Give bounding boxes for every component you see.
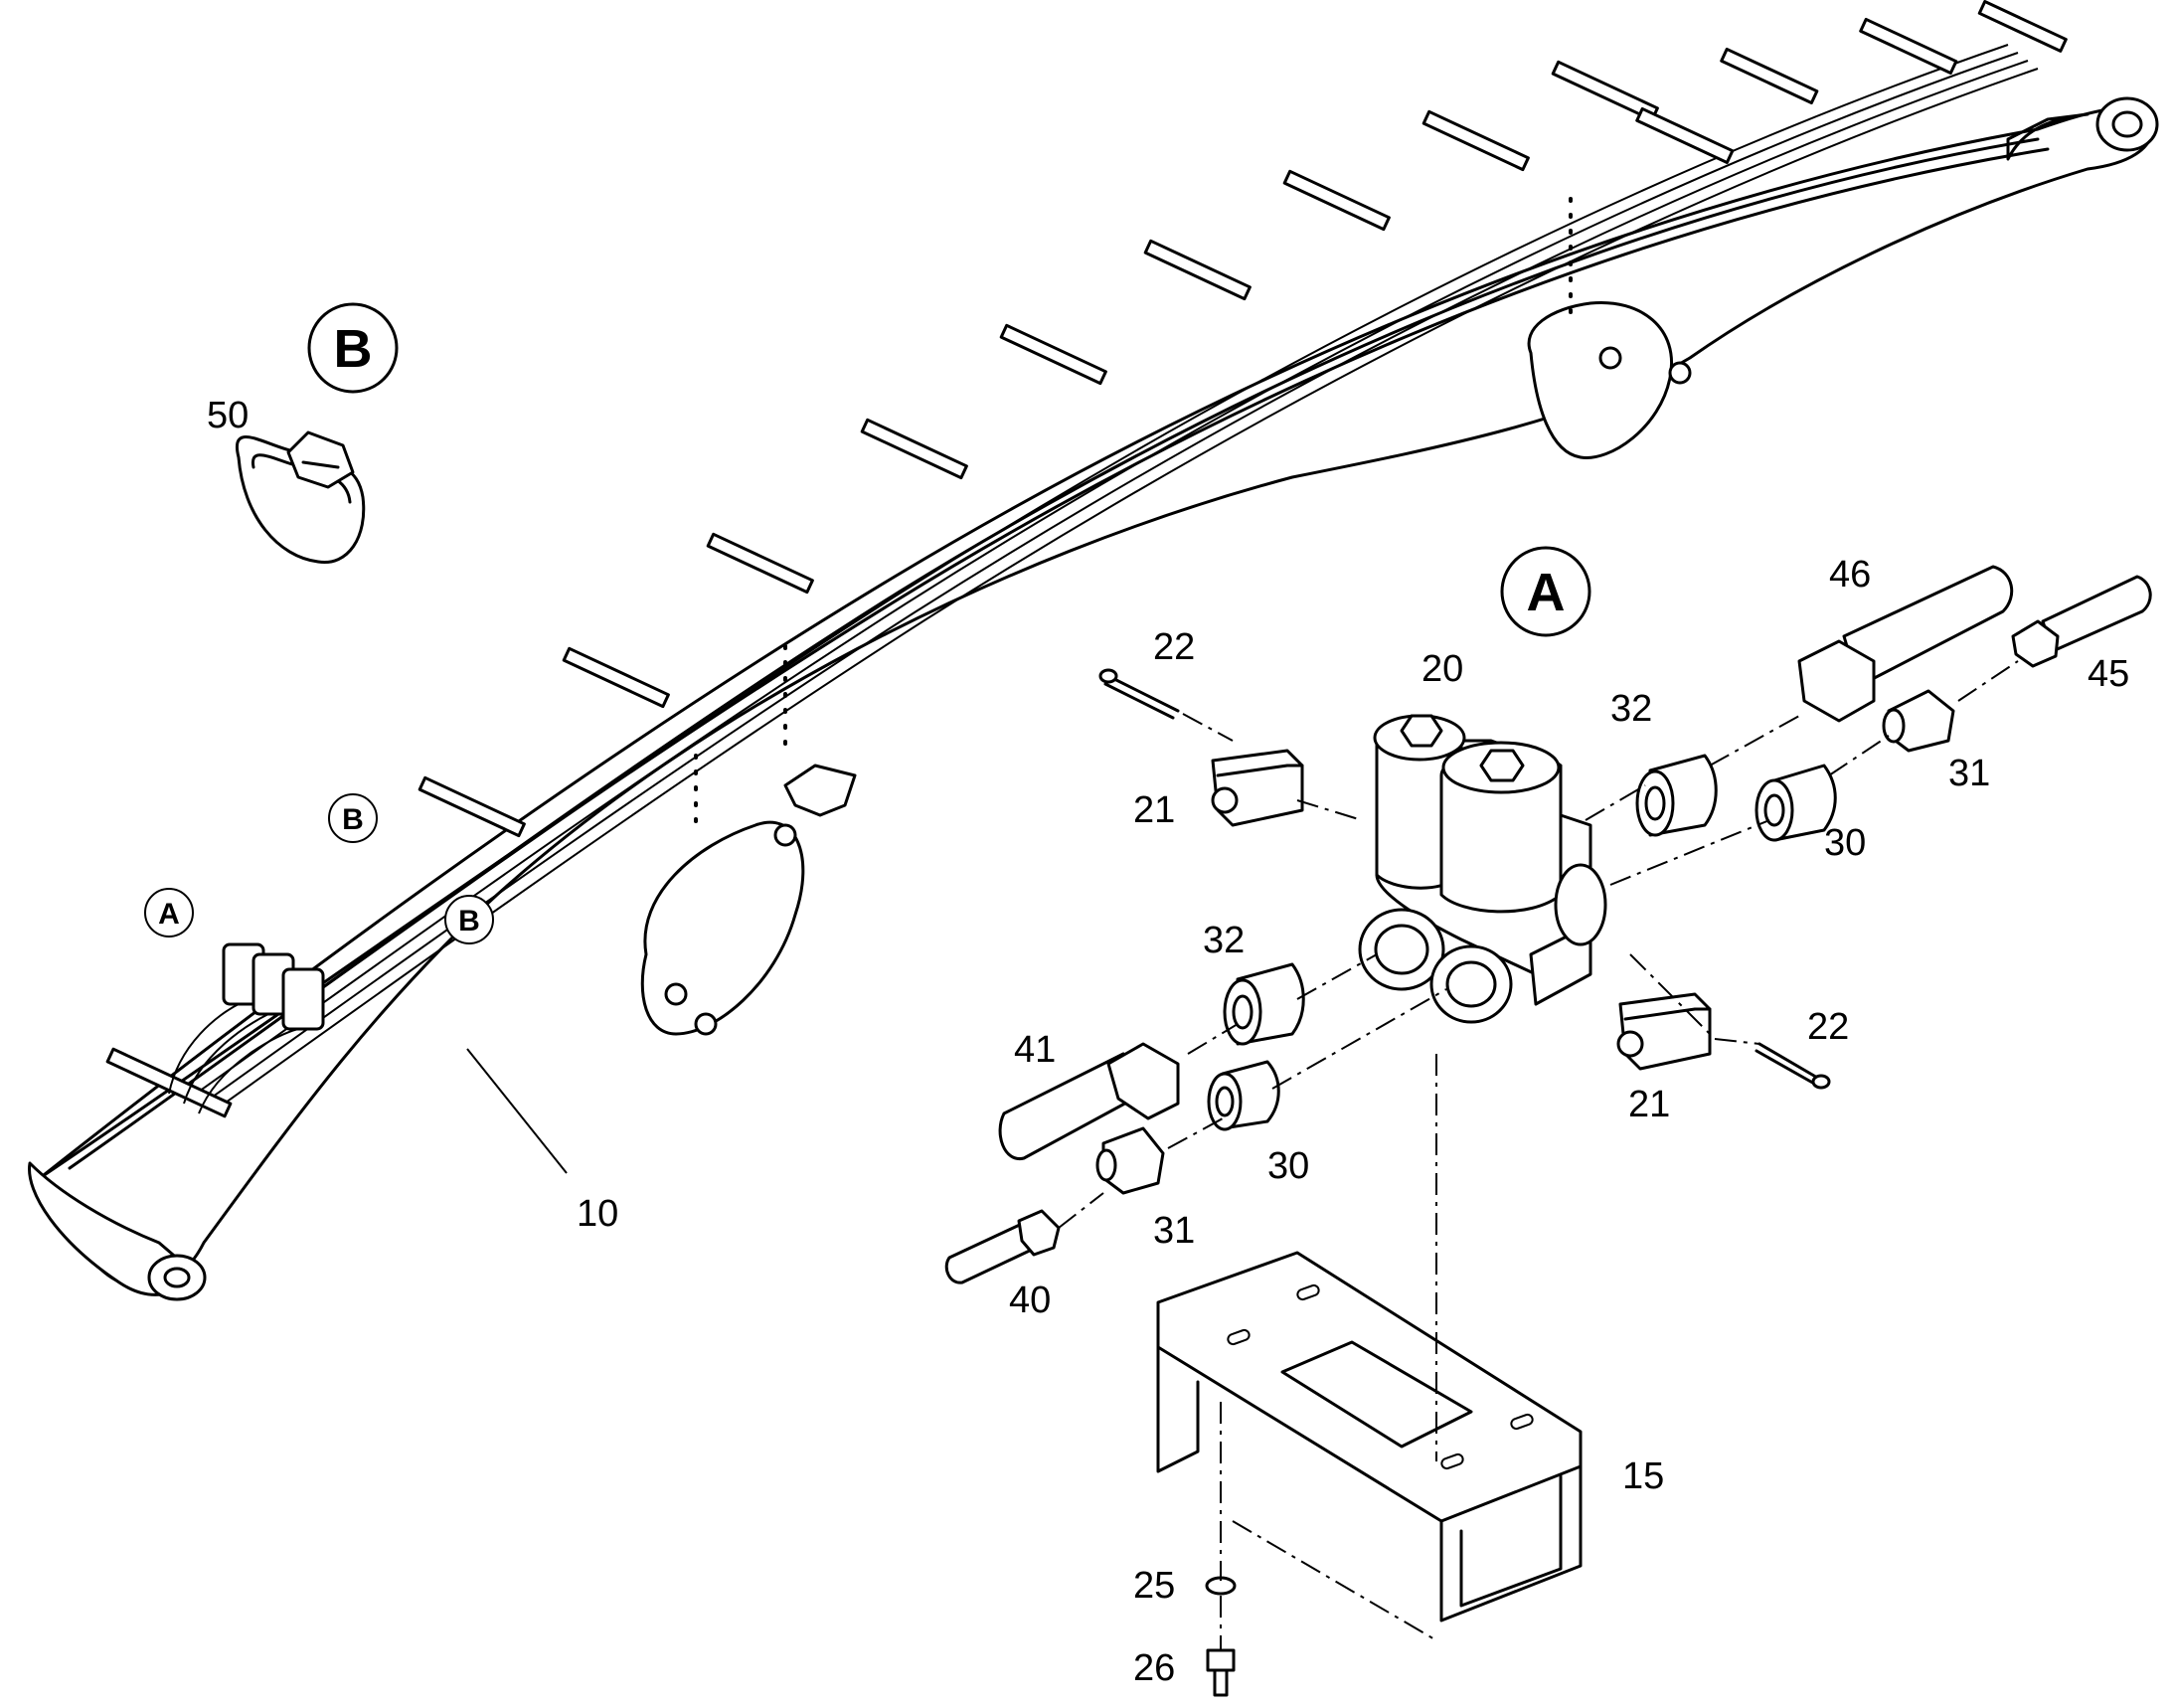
part-number-31-right: 31 xyxy=(1948,753,1990,794)
part-number-46: 46 xyxy=(1829,554,1871,596)
hose-strap xyxy=(236,430,366,565)
hose-41 xyxy=(998,1042,1180,1160)
fitting-32-left xyxy=(1223,962,1305,1046)
assembly-lines xyxy=(1058,660,2019,1650)
part-number-32-right: 32 xyxy=(1610,688,1652,730)
svg-text:B: B xyxy=(342,803,364,836)
fitting-31-left xyxy=(1095,1126,1165,1195)
fitting-30-right xyxy=(1755,764,1837,842)
part-number-30-right: 30 xyxy=(1824,822,1866,864)
part-number-30-left: 30 xyxy=(1267,1145,1309,1187)
solenoid-left xyxy=(1211,749,1304,827)
fitting-30-left xyxy=(1207,1060,1280,1131)
part-number-26: 26 xyxy=(1133,1647,1175,1689)
boom-arm xyxy=(28,0,2159,1301)
svg-text:A: A xyxy=(1527,563,1566,622)
fitting-31-right xyxy=(1882,689,1955,753)
part-number-21-left: 21 xyxy=(1133,789,1175,831)
svg-text:A: A xyxy=(158,898,180,931)
part-number-20: 20 xyxy=(1421,648,1463,690)
hose-46 xyxy=(1797,565,2014,723)
callout-big-a: A xyxy=(1500,546,1591,637)
bolt-left xyxy=(1098,668,1180,720)
callout-small-a: A xyxy=(144,888,194,938)
bolt-right xyxy=(1755,1042,1831,1090)
callout-small-b-2: B xyxy=(444,895,494,944)
part-number-45: 45 xyxy=(2088,653,2129,695)
svg-text:B: B xyxy=(334,319,373,379)
hose-45 xyxy=(2011,575,2152,668)
valve-block xyxy=(1358,714,1607,1024)
mounting-bracket xyxy=(1156,1251,1583,1623)
part-number-50: 50 xyxy=(207,395,249,436)
hose-40 xyxy=(944,1209,1061,1284)
part-number-21-right: 21 xyxy=(1628,1084,1670,1125)
part-number-32-left: 32 xyxy=(1203,920,1245,961)
svg-text:B: B xyxy=(458,905,480,938)
part-number-41: 41 xyxy=(1014,1029,1056,1071)
callout-small-b-1: B xyxy=(328,793,378,843)
callout-big-b: B xyxy=(307,302,399,394)
part-number-10: 10 xyxy=(577,1193,618,1235)
part-number-31-left: 31 xyxy=(1153,1210,1195,1252)
screw xyxy=(1206,1648,1236,1697)
part-number-15: 15 xyxy=(1622,1455,1664,1497)
part-number-22-right: 22 xyxy=(1807,1006,1849,1048)
fitting-32-right xyxy=(1635,754,1718,837)
part-number-22-left: 22 xyxy=(1153,626,1195,668)
part-number-40: 40 xyxy=(1009,1280,1051,1321)
solenoid-right xyxy=(1616,992,1712,1071)
part-number-25: 25 xyxy=(1133,1565,1175,1607)
